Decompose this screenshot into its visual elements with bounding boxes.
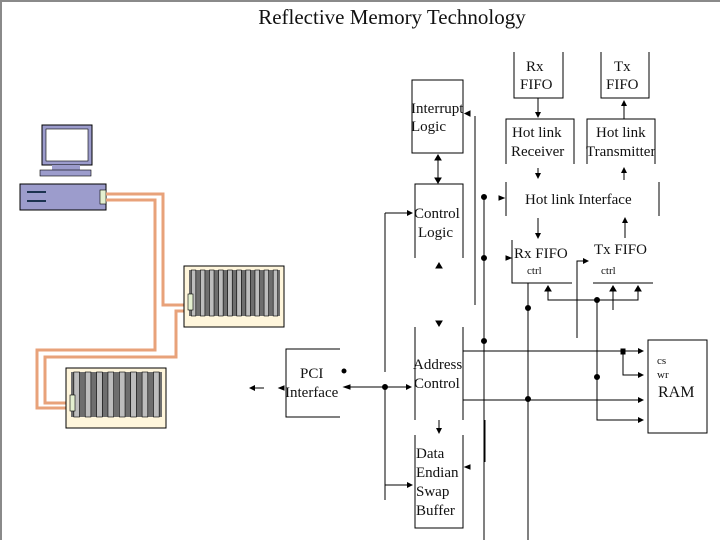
- svg-text:Interface: Interface: [285, 385, 339, 401]
- card-slot: [236, 269, 242, 317]
- card-slot: [200, 269, 206, 317]
- cable: [106, 192, 190, 307]
- cable: [43, 309, 190, 405]
- cable: [35, 198, 157, 410]
- ram-box: [647, 339, 708, 434]
- card-slot: [218, 269, 224, 317]
- svg-text:Logic: Logic: [418, 225, 453, 241]
- svg-text:Receiver: Receiver: [511, 144, 564, 160]
- card-slot: [130, 371, 137, 418]
- ram-label: RAM: [658, 384, 694, 401]
- fiber-cables: [35, 192, 190, 410]
- hotlink-transmitter-box: [586, 118, 656, 164]
- card-slot: [245, 269, 251, 317]
- svg-text:Control: Control: [414, 376, 460, 392]
- hotlink-receiver-box: [505, 118, 575, 164]
- vme-chassis-2: [65, 367, 167, 429]
- card-cage: [71, 372, 162, 417]
- tx-fifo-label: Tx: [614, 59, 631, 75]
- card-slot: [227, 269, 233, 317]
- card-slot: [254, 269, 260, 317]
- svg-text:ctrl: ctrl: [527, 265, 542, 277]
- svg-text:Buffer: Buffer: [416, 503, 455, 519]
- vme-chassis-1: [183, 265, 285, 328]
- card-slot: [84, 371, 92, 418]
- control-logic-label: Control: [414, 206, 460, 222]
- card-slot: [107, 371, 114, 418]
- svg-text:Swap: Swap: [416, 484, 449, 500]
- network-port: [99, 189, 107, 205]
- card-slot: [272, 269, 279, 317]
- tx-fifo-ctrl-label: Tx FIFO: [594, 242, 647, 258]
- connections: [249, 98, 644, 540]
- svg-text:ctrl: ctrl: [601, 265, 616, 277]
- card-slot: [119, 371, 126, 418]
- ram-cs-pin: cs: [657, 355, 666, 367]
- pci-interface-label: PCI: [300, 366, 323, 382]
- svg-text:Transmitter: Transmitter: [586, 144, 655, 160]
- host-computer: [19, 124, 107, 211]
- rx-fifo-label: Rx: [526, 59, 544, 75]
- interrupt-logic-label: Interrupt: [411, 101, 464, 117]
- system-unit: [19, 183, 107, 211]
- svg-text:Logic: Logic: [411, 119, 446, 135]
- ram-wr-pin: wr: [657, 369, 669, 381]
- card-slot: [209, 269, 215, 317]
- monitor-screen: [45, 128, 89, 162]
- hotlink-transmitter-label: Hot link: [596, 125, 646, 141]
- card-slot: [263, 269, 269, 317]
- card-slot: [73, 371, 80, 418]
- data-endian-swap-label: Data: [416, 446, 445, 462]
- card-slot: [141, 371, 149, 418]
- monitor-stand: [52, 165, 80, 170]
- svg-text:Endian: Endian: [416, 465, 459, 481]
- hotlink-receiver-label: Hot link: [512, 125, 562, 141]
- rx-fifo-ctrl-box: [511, 240, 572, 284]
- hotlink-interface-label: Hot link Interface: [525, 192, 632, 208]
- interrupt-logic-box: [411, 79, 464, 154]
- address-control-label: Address: [413, 357, 462, 373]
- network-port: [69, 394, 76, 412]
- rx-fifo-ctrl-label: Rx FIFO: [514, 246, 568, 262]
- tx-fifo-box: [600, 52, 650, 99]
- card-slot: [96, 371, 103, 418]
- card-slot: [153, 371, 160, 418]
- svg-text:FIFO: FIFO: [520, 77, 553, 93]
- monitor-base: [39, 169, 92, 177]
- network-port: [187, 293, 194, 311]
- pci-interface-box: [285, 348, 340, 418]
- card-slot: [190, 269, 197, 317]
- svg-text:FIFO: FIFO: [606, 77, 639, 93]
- data-endian-swap-box: [414, 435, 464, 529]
- control-logic-box: [414, 183, 464, 258]
- slide-title: Reflective Memory Technology: [258, 5, 526, 29]
